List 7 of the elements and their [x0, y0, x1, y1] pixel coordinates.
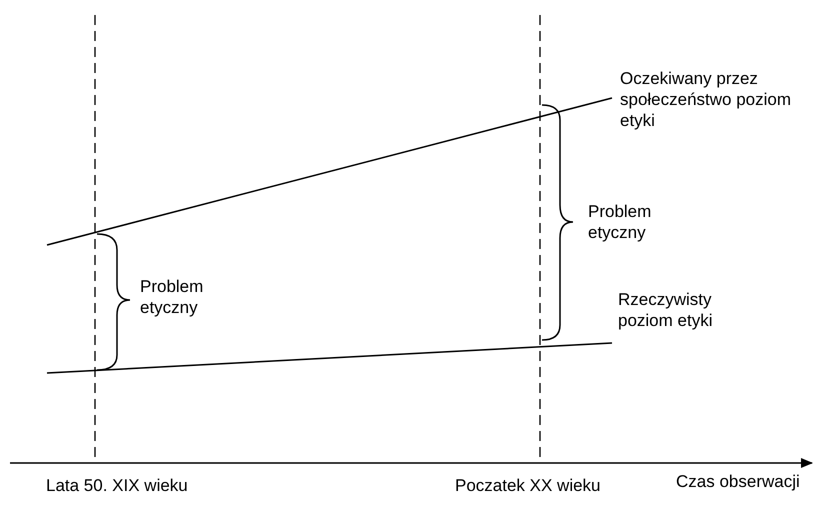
line-label: Oczekiwany przez społeczeństwo poziom etyki — [620, 68, 792, 131]
brace-label: Problem etyczny — [140, 276, 204, 318]
line-label: Rzeczywisty poziom etyki — [618, 289, 714, 331]
brace-label: Problem etyczny — [588, 201, 652, 243]
time-label: Poczatek XX wieku — [455, 475, 601, 496]
axis-label: Czas obserwacji — [676, 471, 800, 492]
time-label: Lata 50. XIX wieku — [46, 475, 188, 496]
